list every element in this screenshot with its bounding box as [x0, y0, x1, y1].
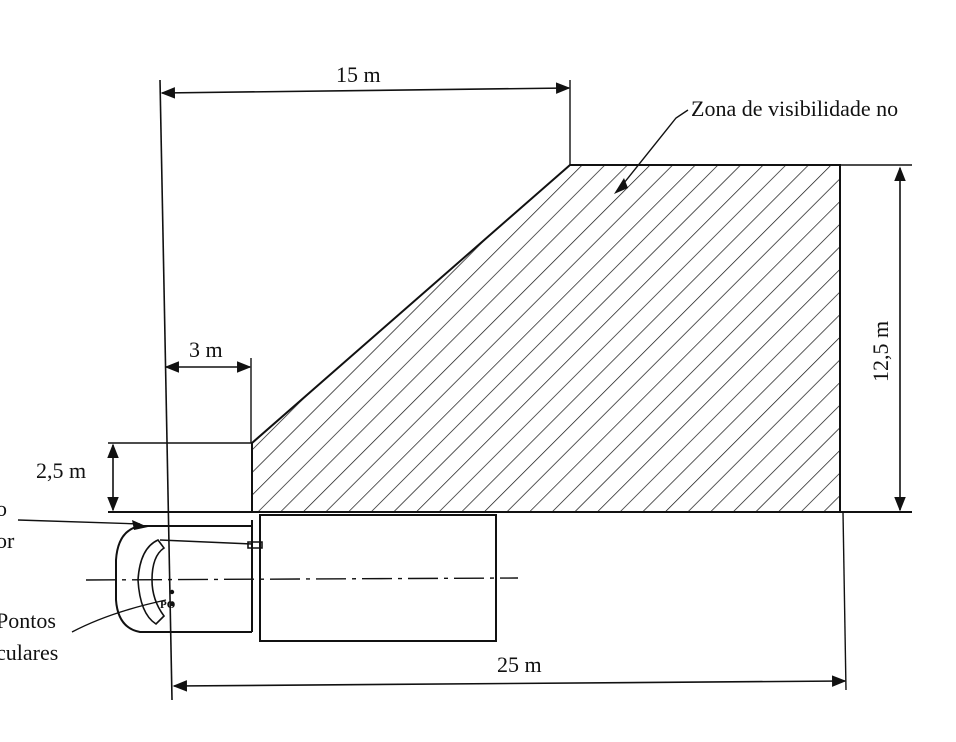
mirror-leader-arrowhead [132, 520, 148, 530]
vehicle-body [259, 514, 497, 642]
eye-point-icon [169, 589, 175, 595]
zone-label: Zona de visibilidade no [691, 96, 898, 121]
dim-15m-label: 15 m [336, 62, 381, 87]
eye-points-leader-line [71, 599, 167, 633]
mirror-label-line1: o [0, 496, 7, 521]
dim-2-5m-label: 2,5 m [36, 458, 86, 483]
zone-leader-line [619, 109, 689, 189]
vehicle: PO [115, 514, 497, 642]
dim-15m-arrow [160, 82, 571, 99]
mirror-icon [247, 541, 263, 549]
zone-end-extension-line [842, 511, 847, 691]
eye-point-icon [169, 601, 175, 607]
vehicle-centre-line [85, 577, 519, 581]
eye-points-label-line2: culares [0, 640, 58, 665]
mirror-leader-line [17, 519, 141, 525]
dim-25m-label: 25 m [497, 652, 542, 677]
cab-windscreen [137, 539, 166, 626]
eye-points-label-line1: Pontos [0, 608, 56, 633]
dim-3m-label: 3 m [189, 337, 223, 362]
cab-inner-line [159, 539, 253, 545]
eye-point-marker: PO [160, 599, 176, 611]
eye-point-extension-line [159, 79, 173, 701]
zone-leader-arrowhead [614, 178, 628, 194]
mirror-label-line2: or [0, 528, 15, 553]
dim-25m-arrow [172, 675, 847, 692]
visibility-zone-area [251, 164, 841, 513]
dim-12-5m-label: 12,5 m [868, 321, 893, 382]
